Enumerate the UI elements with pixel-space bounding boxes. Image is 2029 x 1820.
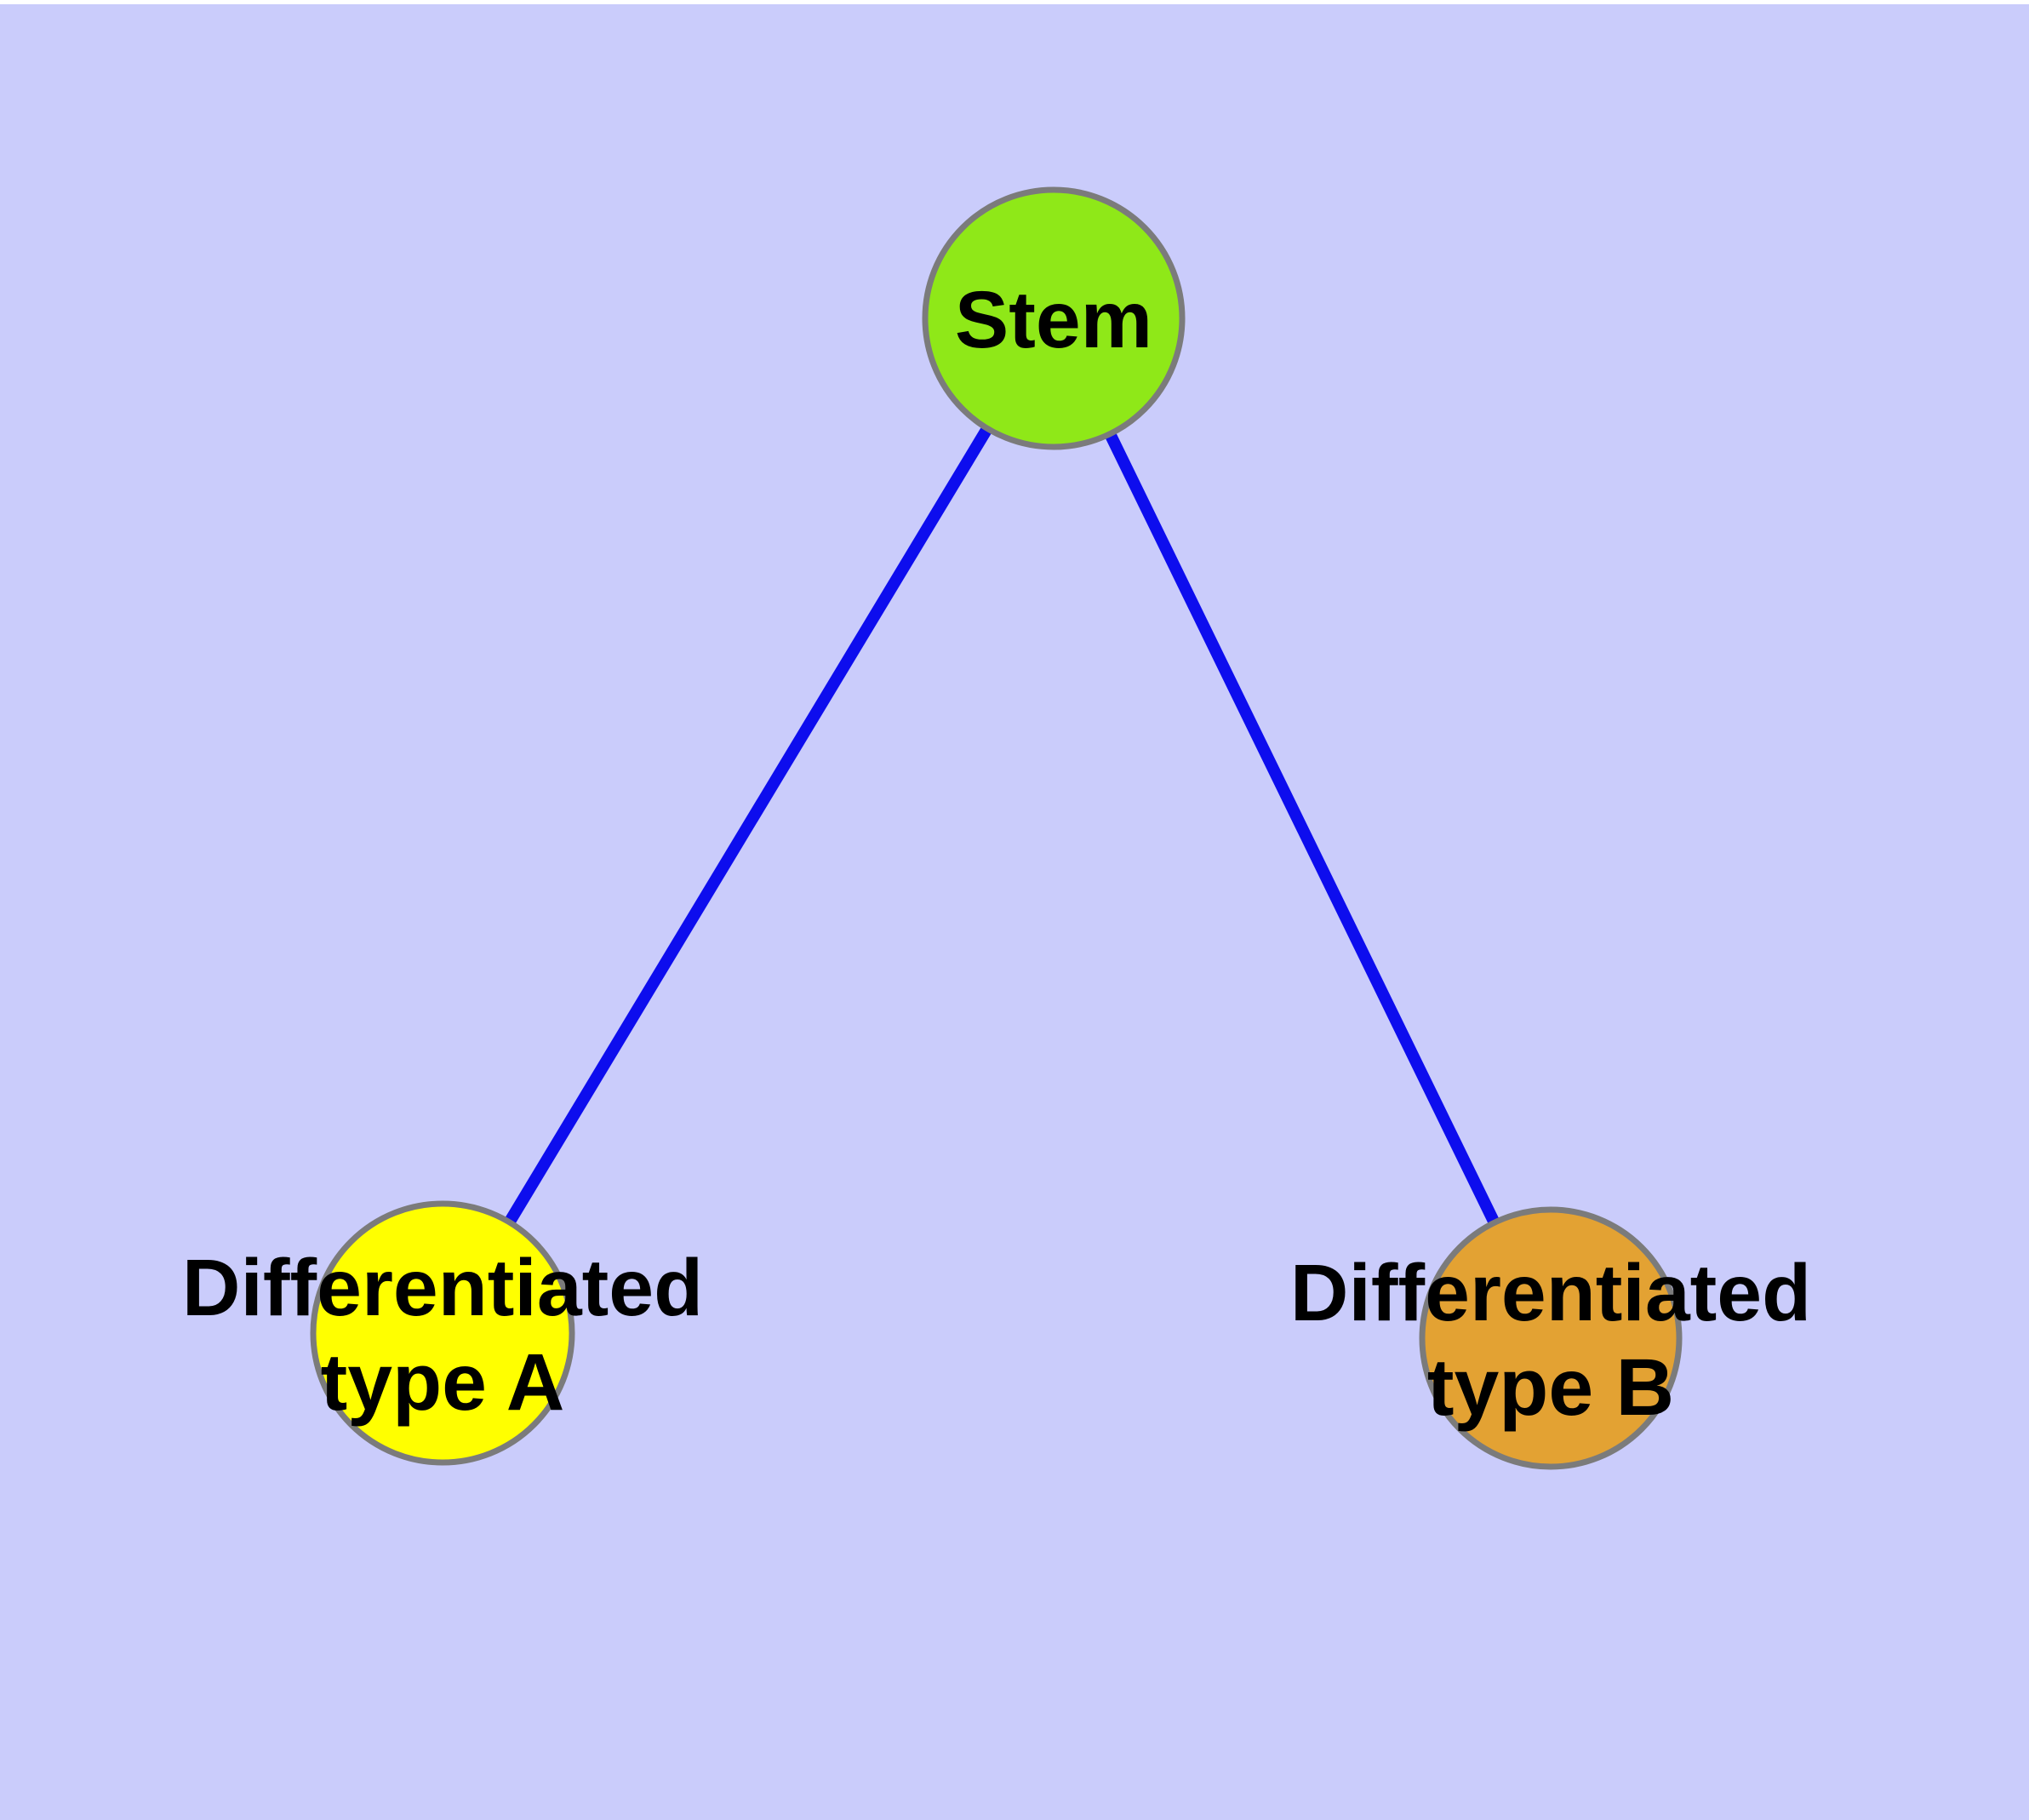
node-type-b-label-line1: Differentiated [1290,1248,1811,1338]
edge-stem-to-type-b [1048,315,1557,1342]
node-stem [922,186,1186,450]
node-differentiated-type-b [1419,1206,1683,1470]
node-type-a-label-line2: type A [321,1337,565,1428]
node-type-a-label-line1: Differentiated [182,1243,703,1333]
edge-stem-to-type-a [437,315,1059,1336]
node-type-b-label-line2: type B [1427,1342,1674,1433]
node-stem-label: Stem [955,275,1152,365]
node-differentiated-type-a [310,1200,575,1466]
